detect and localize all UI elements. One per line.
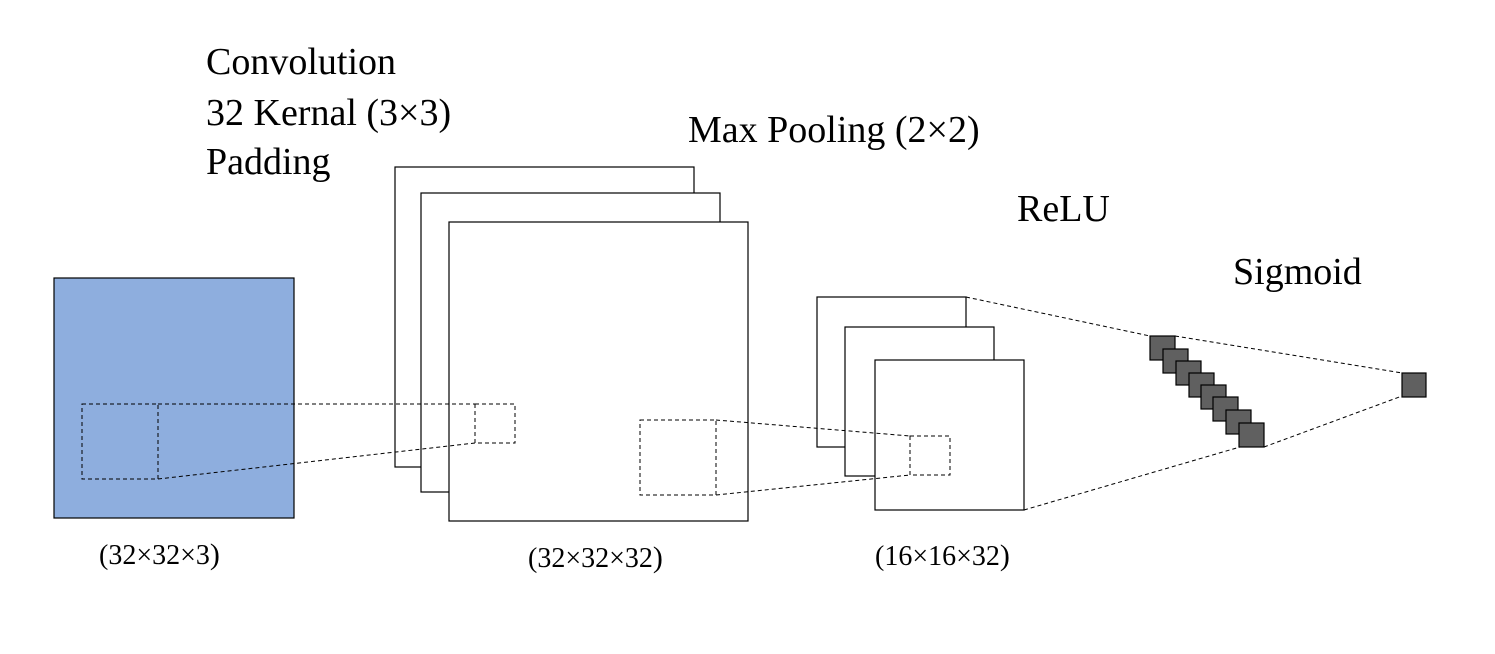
sigmoid-label: Sigmoid	[1233, 251, 1362, 293]
relu-label: ReLU	[1017, 188, 1110, 230]
pool-dims-label: (16×16×32)	[875, 541, 1010, 571]
input-dims-label: (32×32×3)	[99, 540, 220, 570]
pool-dims-text: (16×16×32	[875, 541, 1000, 572]
pool-feature-map-front	[874, 359, 1025, 511]
conv-label-line1: Convolution	[206, 41, 397, 83]
conv-to-pool-projection	[715, 419, 911, 496]
pool-to-dense-projection	[965, 296, 1241, 511]
relu-neuron	[1238, 422, 1265, 448]
relu-neurons	[1149, 335, 1265, 448]
conv-dims-text: (32×32×32	[528, 543, 653, 574]
input-to-conv-projection	[157, 403, 476, 480]
dense-to-output-projection	[1174, 335, 1403, 448]
input-dims-close: )	[209, 538, 220, 571]
conv-feature-map-front	[448, 221, 749, 522]
conv-output-cell	[474, 403, 516, 444]
input-dims-text: (32×32×3	[99, 540, 210, 571]
conv-label-line2: 32 Kernal (3×3)	[206, 92, 452, 134]
pool-label: Max Pooling (2×2)	[688, 109, 980, 151]
pool-dims-close: )	[999, 539, 1010, 572]
conv-dims-close: )	[652, 541, 663, 574]
conv-dims-label: (32×32×32)	[528, 543, 663, 573]
input-kernel-window	[81, 403, 159, 480]
pool-output-cell	[909, 435, 951, 476]
pool-window	[639, 419, 717, 496]
sigmoid-output-neuron	[1401, 372, 1427, 398]
conv-label-line3: Padding	[206, 141, 331, 183]
input-image-block	[53, 277, 295, 519]
